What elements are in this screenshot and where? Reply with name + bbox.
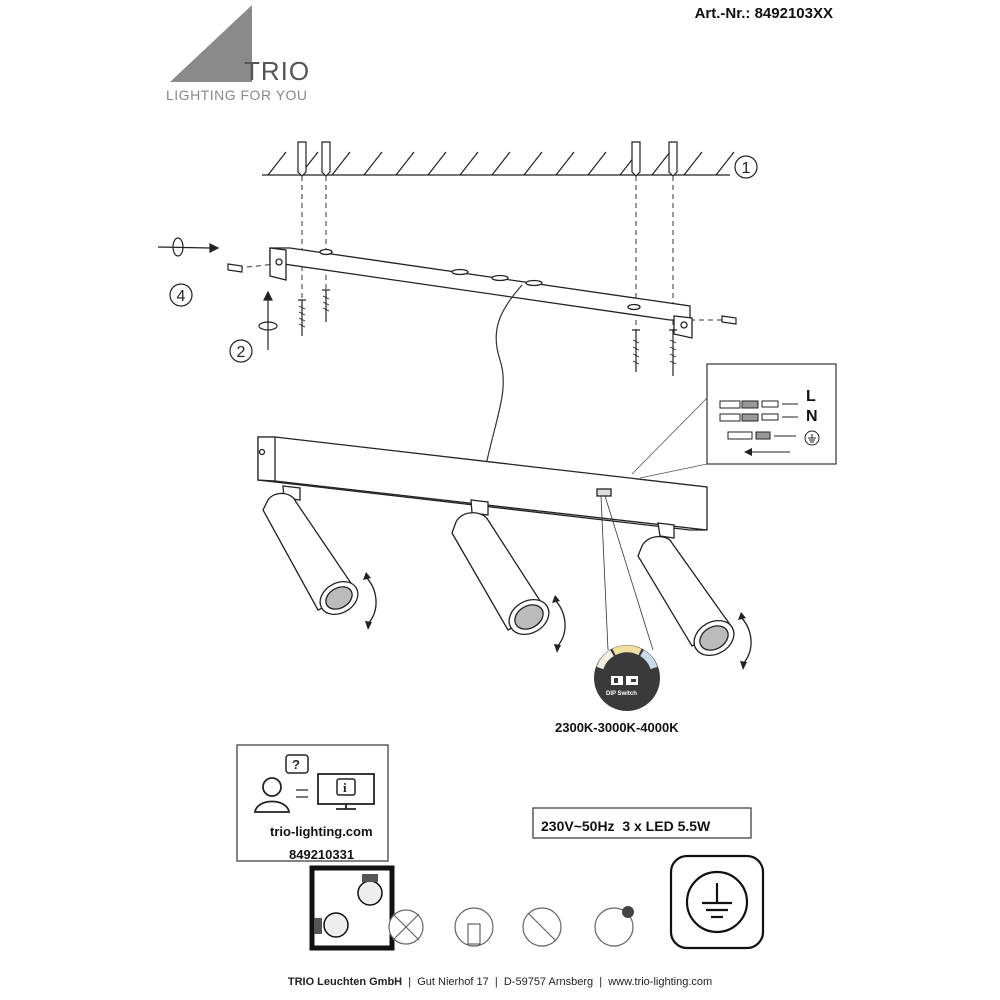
footer-sep-3: | (593, 976, 609, 988)
footer-city: D-59757 Arnsberg (503, 976, 594, 988)
step-markers (169, 155, 782, 389)
step-1-marker (734, 155, 758, 179)
bottom-icons (309, 854, 765, 951)
rating-box (532, 807, 752, 839)
driver-icon (594, 907, 634, 947)
electrical-rating: 230V~50Hz 3 x LED 5.5W (541, 818, 711, 834)
power-cable (484, 284, 523, 471)
dip-switch-callout (594, 495, 660, 711)
step-4-marker (169, 283, 193, 307)
support-website[interactable]: trio-lighting.com (270, 824, 373, 839)
spotlights (262, 485, 735, 657)
dip-switch-slot (596, 488, 612, 497)
wiring-live-label: L (806, 388, 816, 405)
footer: TRIO Leuchten GmbH | Gut Nierhof 17 | D-… (0, 976, 1000, 988)
bulb-orientation-icon (309, 865, 395, 951)
svg-text:i: i (343, 780, 347, 795)
wiring-neutral-label: N (806, 408, 818, 425)
color-temperature-options: 2300K-3000K-4000K (555, 720, 679, 735)
exchange-arrows-icon (296, 789, 308, 798)
footer-website[interactable]: www.trio-lighting.com (608, 976, 713, 988)
ceiling (262, 151, 735, 176)
support-code: 849210331 (289, 847, 355, 862)
direction-arrows (157, 237, 278, 350)
protective-earth-icon (685, 870, 749, 934)
brand-tagline: LIGHTING FOR YOU (166, 87, 308, 103)
support-box: ? i (236, 744, 389, 862)
wall-plugs (297, 141, 678, 177)
footer-sep-1: | (402, 976, 418, 988)
step-1-label: 1 (742, 160, 751, 177)
brand-name: TRIO (244, 56, 311, 86)
question-bubble-icon (285, 754, 309, 774)
article-number: Art.-Nr.: 8492103XX (694, 5, 833, 22)
screws (227, 263, 737, 376)
mounting-bracket (269, 247, 693, 339)
footer-sep-2: | (488, 976, 504, 988)
step-4-label: 4 (177, 288, 186, 305)
step-2-label: 2 (237, 344, 246, 361)
footer-street: Gut Nierhof 17 (417, 976, 489, 988)
user-icon (262, 777, 282, 797)
spotlight-2 (451, 499, 550, 636)
dip-switch-label: DIP Switch (606, 691, 637, 697)
lamp-body (257, 436, 708, 531)
brand-logo-triangle (170, 5, 252, 82)
swivel-arrow-heads (363, 572, 747, 670)
spotlight-1 (262, 485, 359, 616)
spotlight-3 (637, 522, 735, 657)
svg-text:?: ? (292, 757, 300, 772)
wiring-detail-box (631, 363, 837, 479)
step-2-marker (229, 339, 253, 363)
footer-company: TRIO Leuchten GmbH (287, 976, 403, 988)
swivel-arrows (365, 576, 752, 665)
